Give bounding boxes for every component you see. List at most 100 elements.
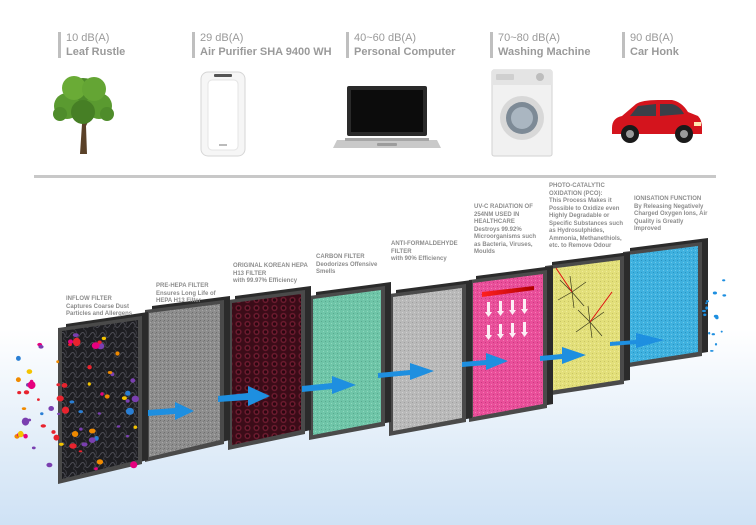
dust-particle bbox=[89, 428, 96, 434]
dust-particle bbox=[46, 462, 53, 468]
filter-description: Deodorizes Offensive Smells bbox=[316, 261, 378, 276]
airflow-arrow bbox=[610, 333, 664, 348]
dust-particle bbox=[96, 459, 104, 465]
airflow-arrow bbox=[540, 347, 586, 364]
filter-description: By Releasing Negatively Charged Oxygen I… bbox=[634, 203, 708, 233]
uv-ray bbox=[555, 267, 573, 293]
airflow-arrow bbox=[302, 376, 356, 394]
clean-air-particle bbox=[714, 343, 718, 346]
dust-particle bbox=[116, 425, 121, 428]
airflow-arrows bbox=[148, 333, 664, 420]
noise-marker bbox=[58, 32, 61, 58]
noise-level: 29 dB(A) bbox=[200, 32, 244, 44]
ionisation-filter-panel bbox=[623, 238, 708, 368]
filter-description: Ensures Long Life of HEPA H13 Filter bbox=[156, 290, 216, 305]
noise-marker bbox=[192, 32, 195, 58]
noise-source: Personal Computer bbox=[354, 46, 456, 58]
pco-filter-panel bbox=[545, 252, 630, 396]
dust-particle bbox=[68, 343, 72, 346]
dust-particle bbox=[125, 390, 131, 396]
anti-formaldehyde-filter-panel bbox=[389, 280, 472, 436]
uv-lamp-icon bbox=[482, 286, 534, 297]
dust-particle bbox=[16, 355, 21, 361]
incoming-dust-particles bbox=[14, 333, 139, 471]
noise-level: 70~80 dB(A) bbox=[498, 32, 561, 44]
clean-air-particle bbox=[711, 333, 715, 336]
dust-particle bbox=[126, 434, 129, 438]
dust-particle bbox=[40, 424, 46, 428]
noise-source: Car Honk bbox=[630, 46, 679, 58]
outgoing-clean-air-particles bbox=[702, 279, 727, 352]
dust-particle bbox=[58, 442, 64, 446]
dust-particle bbox=[91, 342, 100, 349]
airflow-arrow bbox=[148, 402, 194, 420]
filter-title: PHOTO-CATALYTIC OXIDATION (PCO): bbox=[549, 183, 605, 197]
dust-particle bbox=[72, 333, 79, 337]
dust-particle bbox=[53, 434, 60, 441]
clean-air-particle bbox=[710, 350, 714, 352]
clean-air-particle bbox=[706, 300, 709, 303]
dust-particle bbox=[79, 427, 83, 431]
dust-particle bbox=[97, 340, 102, 345]
dust-particle bbox=[87, 382, 91, 386]
dust-particle bbox=[133, 425, 138, 429]
dust-particle bbox=[56, 395, 64, 402]
dust-particle bbox=[17, 430, 24, 438]
filter-description: Destroys 99.92% Microorganisms such as B… bbox=[474, 226, 537, 256]
dust-particle bbox=[21, 407, 27, 410]
hepa-h13-filter-panel bbox=[228, 286, 311, 450]
dust-particle bbox=[40, 412, 44, 416]
filter-label-pre-hepa: PRE-HEPA FILTER Ensures Long Life of HEP… bbox=[156, 283, 232, 306]
filter-description: Captures Coarse Dust Particles and Aller… bbox=[66, 303, 133, 318]
filter-title: PRE-HEPA FILTER bbox=[156, 283, 209, 289]
dust-particle bbox=[88, 437, 96, 443]
filter-description: with 90% Efficiency bbox=[391, 256, 447, 262]
dust-particle bbox=[78, 450, 83, 453]
dust-particle bbox=[69, 400, 75, 404]
filter-title: INFLOW FILTER bbox=[66, 296, 112, 302]
dust-particle bbox=[56, 383, 61, 387]
dust-particle bbox=[56, 360, 60, 364]
filter-title: CARBON FILTER bbox=[316, 254, 365, 260]
dust-particle bbox=[68, 339, 73, 345]
dust-particle bbox=[81, 442, 88, 447]
filter-description: This Process Makes it Possible to Oxidiz… bbox=[549, 198, 624, 249]
dust-particle bbox=[38, 345, 44, 349]
noise-level: 40~60 dB(A) bbox=[354, 32, 417, 44]
tree-icon bbox=[53, 76, 114, 154]
uvc-filter-panel bbox=[469, 266, 553, 422]
dust-particle bbox=[17, 391, 22, 395]
dust-particle bbox=[61, 383, 68, 388]
clean-air-particle bbox=[720, 330, 723, 333]
airflow-arrow bbox=[462, 353, 508, 370]
dust-particle bbox=[15, 377, 21, 383]
clean-air-particle bbox=[705, 302, 708, 305]
noise-marker bbox=[346, 32, 349, 58]
clean-air-particle bbox=[702, 309, 706, 313]
noise-marker bbox=[622, 32, 625, 58]
dust-particle bbox=[94, 467, 98, 471]
filter-label-carbon: CARBON FILTER Deodorizes Offensive Smell… bbox=[316, 254, 382, 277]
dust-particle bbox=[121, 396, 127, 400]
dust-particle bbox=[130, 461, 138, 469]
clean-air-particle bbox=[705, 306, 709, 310]
noise-source: Air Purifier SHA 9400 WH bbox=[200, 46, 332, 58]
dust-particle bbox=[72, 337, 81, 347]
dust-particle bbox=[21, 417, 30, 426]
clean-air-particle bbox=[703, 313, 707, 317]
clean-air-particle bbox=[713, 314, 719, 318]
dust-particle bbox=[48, 406, 54, 411]
section-divider bbox=[34, 175, 716, 178]
pre-hepa-filter-panel bbox=[145, 296, 230, 462]
dust-particle bbox=[125, 407, 134, 415]
filter-label-anti-formaldehyde: ANTI-FORMALDEHYDE FILTER with 90% Effici… bbox=[391, 241, 463, 264]
clean-air-particle bbox=[712, 291, 718, 295]
clean-air-particle bbox=[708, 331, 711, 335]
carbon-filter-panel bbox=[309, 282, 391, 440]
dust-particle bbox=[125, 399, 130, 403]
dust-particle bbox=[26, 369, 33, 374]
airflow-arrow bbox=[218, 386, 270, 406]
washing-machine-icon bbox=[491, 69, 553, 157]
airflow-arrow bbox=[378, 363, 434, 380]
clean-air-particle bbox=[722, 279, 726, 282]
